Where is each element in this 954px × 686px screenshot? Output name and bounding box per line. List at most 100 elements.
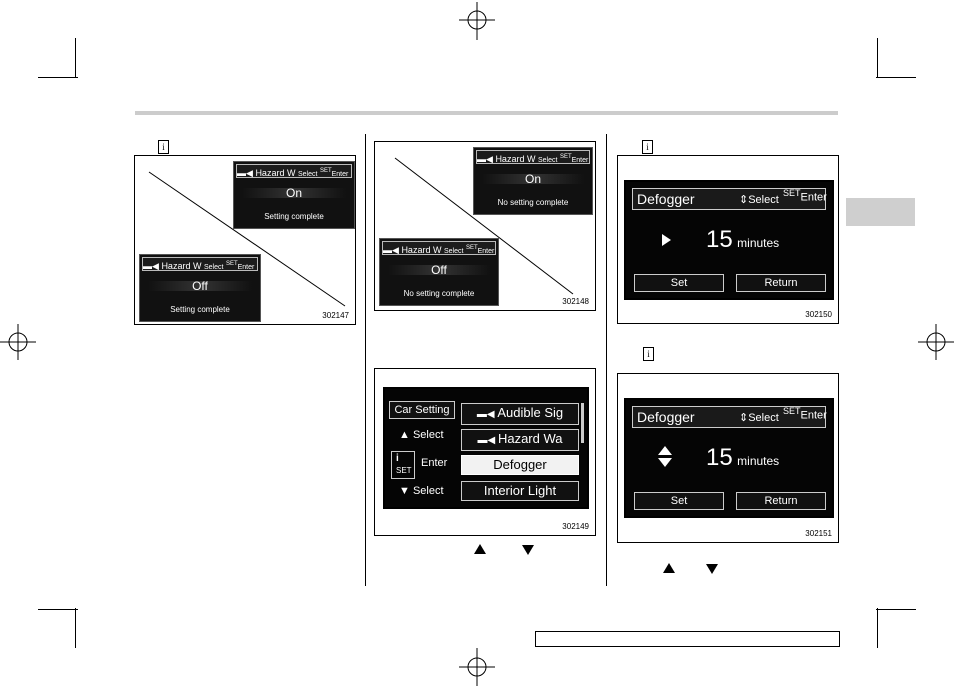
info-icon: i — [158, 140, 169, 154]
set-button[interactable]: Set — [634, 492, 724, 510]
value-highlight — [242, 188, 346, 198]
screen-header-title: Hazard W — [401, 245, 442, 255]
crop-mark-icon — [38, 77, 78, 78]
registration-mark-icon — [0, 324, 36, 360]
set-label: SET — [225, 261, 238, 267]
play-arrow-icon — [662, 234, 671, 246]
screen-header-title: Defogger — [637, 191, 695, 207]
set-label: SET — [465, 245, 478, 251]
page-footer-box — [535, 631, 840, 647]
status-message: No setting complete — [497, 198, 569, 207]
select-up-label: Select — [412, 429, 444, 441]
status-message: Setting complete — [264, 212, 324, 221]
down-arrow-icon: ▼ — [399, 485, 410, 497]
screen-header-title: Hazard W — [495, 154, 536, 164]
set-label: SET — [319, 168, 332, 174]
status-message: No setting complete — [403, 289, 475, 298]
up-down-arrow-icon: ⇕ — [739, 412, 749, 424]
figure-302147: ▬◀ Hazard W Select SETEnter On Setting c… — [134, 155, 356, 325]
select-down-control[interactable]: ▼ Select — [399, 485, 444, 497]
figure-id: 302147 — [322, 311, 349, 320]
menu-item-interior-light[interactable]: Interior Light — [461, 481, 579, 501]
figure-id: 302151 — [805, 529, 832, 538]
registration-mark-icon — [459, 2, 495, 40]
horn-icon: ▬◀ — [383, 245, 399, 255]
screen-header-title: Defogger — [637, 409, 695, 425]
column-divider — [365, 134, 366, 586]
setting-value: Off — [431, 263, 447, 277]
car-setting-screen: Car Setting ▲ Select i SET Enter ▼ Selec… — [383, 387, 589, 509]
setting-value: Off — [192, 279, 208, 293]
section-tab — [846, 198, 915, 226]
menu-item-defogger[interactable]: Defogger — [461, 455, 579, 475]
enter-label: Enter — [237, 264, 255, 271]
display-screen-off: ▬◀ Hazard W Select SETEnter Off Setting … — [139, 254, 261, 322]
up-arrow-icon — [474, 544, 486, 554]
set-button[interactable]: Set — [634, 274, 724, 292]
screen-header: Defogger ⇕Select SETEnter — [632, 406, 827, 428]
horn-icon: ▬◀ — [237, 168, 253, 178]
select-up-control[interactable]: ▲ Select — [399, 429, 444, 441]
timer-value: 15 minutes — [706, 226, 779, 254]
timer-unit: minutes — [737, 236, 780, 250]
crop-mark-icon — [876, 77, 916, 78]
timer-number: 15 — [706, 226, 733, 253]
crop-mark-icon — [877, 38, 878, 78]
status-message: Setting complete — [170, 305, 230, 314]
up-arrow-icon — [663, 563, 675, 573]
screen-header-title: Hazard W — [255, 168, 296, 178]
up-down-arrow-icon — [658, 446, 674, 468]
crop-mark-icon — [38, 609, 78, 610]
select-label: Select — [203, 264, 224, 271]
figure-id: 302149 — [562, 522, 589, 531]
info-set-icon[interactable]: i SET — [391, 451, 415, 479]
display-screen-off: ▬◀ Hazard W Select SETEnter Off No setti… — [379, 238, 499, 306]
info-icon: i — [642, 140, 653, 154]
header-rule — [135, 111, 838, 115]
select-label: ⇕Select — [739, 194, 779, 206]
figure-302151: Defogger ⇕Select SETEnter 15 minutes Set… — [617, 373, 839, 543]
figure-id: 302148 — [562, 297, 589, 306]
figure-302148: ▬◀ Hazard W Select SETEnter On No settin… — [374, 141, 596, 311]
defogger-screen: Defogger ⇕Select SETEnter 15 minutes Set… — [624, 398, 834, 518]
select-down-label: Select — [412, 485, 444, 497]
scrollbar[interactable] — [581, 403, 584, 443]
crop-mark-icon — [877, 608, 878, 648]
return-button[interactable]: Return — [736, 492, 826, 510]
figure-302149: Car Setting ▲ Select i SET Enter ▼ Selec… — [374, 368, 596, 536]
enter-label: Enter — [571, 157, 589, 164]
screen-header: ▬◀ Hazard W Select SETEnter — [236, 164, 352, 178]
select-label: Select — [297, 171, 318, 178]
select-label: Select — [537, 157, 558, 164]
horn-icon: ▬◀ — [143, 261, 159, 271]
horn-icon: ▬◀ — [477, 154, 493, 164]
up-arrow-icon: ▲ — [399, 429, 410, 441]
defogger-screen: Defogger ⇕Select SETEnter 15 minutes Set… — [624, 180, 834, 300]
enter-label: Enter — [477, 248, 495, 255]
horn-icon: ▬◀ — [477, 435, 498, 446]
down-arrow-icon — [522, 545, 534, 555]
timer-number: 15 — [706, 444, 733, 471]
figure-id: 302150 — [805, 310, 832, 319]
menu-item-audible-sig[interactable]: ▬◀ Audible Sig — [461, 403, 579, 425]
registration-mark-icon — [918, 324, 954, 360]
set-label: SET — [396, 466, 412, 475]
display-screen-on: ▬◀ Hazard W Select SETEnter On No settin… — [473, 147, 593, 215]
down-arrow-icon — [706, 564, 718, 574]
screen-header: ▬◀ Hazard W Select SETEnter — [382, 241, 496, 255]
screen-header-title: Hazard W — [161, 261, 202, 271]
enter-label: SETEnter — [783, 188, 827, 204]
up-down-arrow-icon: ⇕ — [739, 194, 749, 206]
enter-label: Enter — [331, 171, 349, 178]
return-button[interactable]: Return — [736, 274, 826, 292]
column-divider — [606, 134, 607, 586]
horn-icon: ▬◀ — [476, 409, 498, 420]
info-icon: i — [396, 453, 399, 464]
car-setting-title: Car Setting — [389, 401, 455, 419]
set-label: SET — [559, 154, 572, 160]
screen-header: Defogger ⇕Select SETEnter — [632, 188, 827, 210]
timer-value: 15 minutes — [706, 444, 779, 472]
value-highlight — [482, 174, 584, 184]
menu-item-hazard-wa[interactable]: ▬◀ Hazard Wa — [461, 429, 579, 451]
select-label: ⇕Select — [739, 412, 779, 424]
